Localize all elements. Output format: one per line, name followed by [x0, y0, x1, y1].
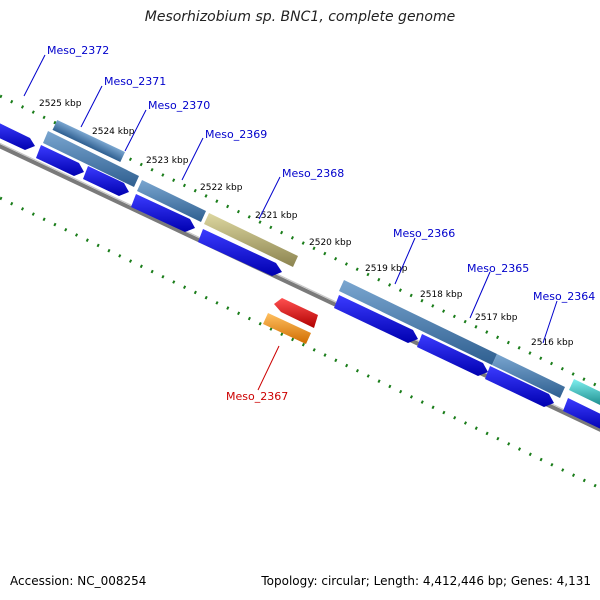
- genome-info-text: Topology: circular; Length: 4,412,446 bp…: [261, 574, 591, 588]
- tick-label: 2525 kbp: [39, 99, 82, 109]
- leader-meso-2371: [80, 85, 103, 128]
- minus-strand-features: [263, 298, 318, 344]
- gene-bar-meso-2366[interactable]: [339, 280, 497, 365]
- cds-arrow-meso-2370[interactable]: [131, 194, 195, 232]
- tick-label: 2520 kbp: [309, 238, 352, 248]
- tick-label: 2522 kbp: [200, 183, 243, 193]
- leader-meso-2372: [23, 54, 46, 97]
- cds-arrow-meso-2364[interactable]: [563, 398, 600, 431]
- plus-cds-arrows: [0, 121, 600, 431]
- gene-bar-meso-2370[interactable]: [137, 180, 206, 222]
- cds-arrow-meso-2366-b[interactable]: [417, 334, 488, 376]
- tick-label: 2517 kbp: [475, 313, 518, 323]
- map-title: Mesorhizobium sp. BNC1, complete genome: [144, 9, 456, 25]
- leader-meso-2368: [258, 176, 281, 220]
- gene-label-meso-2367[interactable]: Meso_2367: [226, 390, 288, 403]
- cds-arrow-meso-2372[interactable]: [0, 121, 35, 150]
- tick-label: 2518 kbp: [420, 290, 463, 300]
- gene-labels: Meso_2372 Meso_2371 Meso_2370 Meso_2369 …: [47, 44, 595, 403]
- gene-label-meso-2370[interactable]: Meso_2370: [148, 99, 210, 112]
- inner-tick-track-line: [0, 196, 600, 490]
- gene-bar-meso-2371[interactable]: [43, 131, 139, 187]
- tick-labels: 2525 kbp 2524 kbp 2523 kbp 2522 kbp 2521…: [39, 99, 574, 348]
- tick-label: 2524 kbp: [92, 127, 135, 137]
- gene-bar-meso-2368[interactable]: [204, 213, 298, 267]
- gene-label-meso-2371[interactable]: Meso_2371: [104, 75, 166, 88]
- leader-meso-2366: [394, 237, 416, 285]
- leader-meso-2365: [469, 271, 491, 319]
- cds-arrow-meso-2371-b[interactable]: [83, 166, 129, 196]
- cds-arrow-meso-2368[interactable]: [198, 229, 282, 276]
- gene-meso-2371[interactable]: [52, 119, 126, 162]
- tick-label: 2519 kbp: [365, 264, 408, 274]
- gene-bar-meso-2365[interactable]: [492, 354, 565, 398]
- gene-bar-meso-2367[interactable]: [263, 313, 311, 344]
- label-leaders: [23, 54, 558, 391]
- leader-meso-2364: [542, 300, 558, 344]
- accession-text: Accession: NC_008254: [10, 574, 147, 588]
- gene-label-meso-2368[interactable]: Meso_2368: [282, 167, 344, 180]
- tick-label: 2521 kbp: [255, 211, 298, 221]
- gene-label-meso-2365[interactable]: Meso_2365: [467, 262, 529, 275]
- tick-label: 2523 kbp: [146, 156, 189, 166]
- gene-bar-meso-2364[interactable]: [569, 379, 600, 405]
- cds-arrow-meso-2365[interactable]: [485, 366, 554, 407]
- leader-meso-2370: [124, 109, 147, 152]
- tick-label: 2516 kbp: [531, 338, 574, 348]
- leader-meso-2369: [181, 137, 204, 181]
- gene-label-meso-2366[interactable]: Meso_2366: [393, 227, 455, 240]
- gene-label-meso-2369[interactable]: Meso_2369: [205, 128, 267, 141]
- inner-tick-track: [0, 196, 600, 490]
- gene-track: [52, 119, 126, 162]
- gene-label-meso-2372[interactable]: Meso_2372: [47, 44, 109, 57]
- plus-gene-bars: [43, 131, 600, 405]
- cds-arrow-meso-2367[interactable]: [274, 298, 318, 328]
- cds-arrow-meso-2366-a[interactable]: [334, 295, 418, 343]
- leader-meso-2367: [257, 345, 280, 391]
- gene-label-meso-2364[interactable]: Meso_2364: [533, 290, 595, 303]
- cds-arrow-meso-2371-a[interactable]: [36, 145, 84, 176]
